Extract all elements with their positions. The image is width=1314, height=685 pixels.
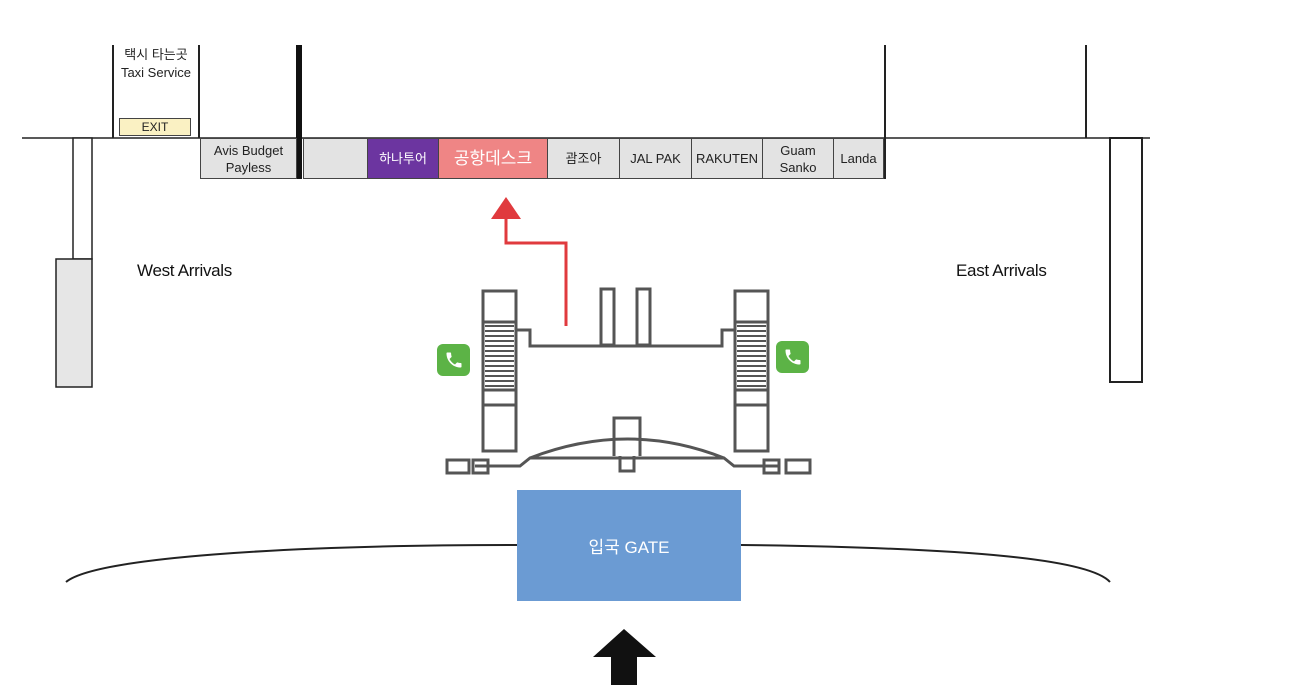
counter-guam-sanko[interactable]: Guam Sanko [763,138,834,179]
counter-airport-desk[interactable]: 공항데스크 [439,138,548,179]
counter-label: RAKUTEN [695,151,759,166]
counter-label: 하나투어 [379,151,427,166]
counter-jal-pak[interactable]: JAL PAK [620,138,692,179]
arrival-hall-curve [65,544,518,583]
immigration-structure [445,287,812,475]
right-column [1109,137,1143,383]
counter-label: 괌조아 [565,151,602,166]
route-arrow-line [504,217,568,326]
counter-gwangjoa[interactable]: 괌조아 [548,138,620,179]
counter-avis-budget-payless[interactable]: Avis Budget Payless [200,138,297,179]
left-column [72,137,93,260]
counter-rakuten[interactable]: RAKUTEN [692,138,763,179]
phone-glyph-icon [785,349,800,365]
left-block [55,258,93,388]
counter-label: 공항데스크 [453,149,533,168]
taxi-service-label: 택시 타는곳 Taxi Service [120,47,192,80]
phone-glyph-icon [446,352,461,368]
counter-blank [303,138,368,179]
entry-arrow [593,629,656,685]
east-arrivals-label: East Arrivals [956,261,1047,280]
west-arrivals-label: West Arrivals [137,261,232,280]
phone-icon[interactable] [437,344,470,376]
phone-icon[interactable] [776,341,809,373]
counter-hanatour[interactable]: 하나투어 [368,138,439,179]
tower-grilles [485,325,766,387]
immigration-gate[interactable]: 입국 GATE [517,490,741,601]
counter-label: Guam Sanko [779,142,817,175]
route-arrow-head [491,197,521,219]
arrival-hall-curve-right [740,544,1111,583]
gate-label: 입국 GATE [588,538,670,557]
counter-label: Avis Budget Payless [213,142,284,175]
counter-label: Landa [840,151,877,166]
counter-label: JAL PAK [630,151,681,166]
counter-landa[interactable]: Landa [834,138,884,179]
exit-sign: EXIT [119,118,191,136]
